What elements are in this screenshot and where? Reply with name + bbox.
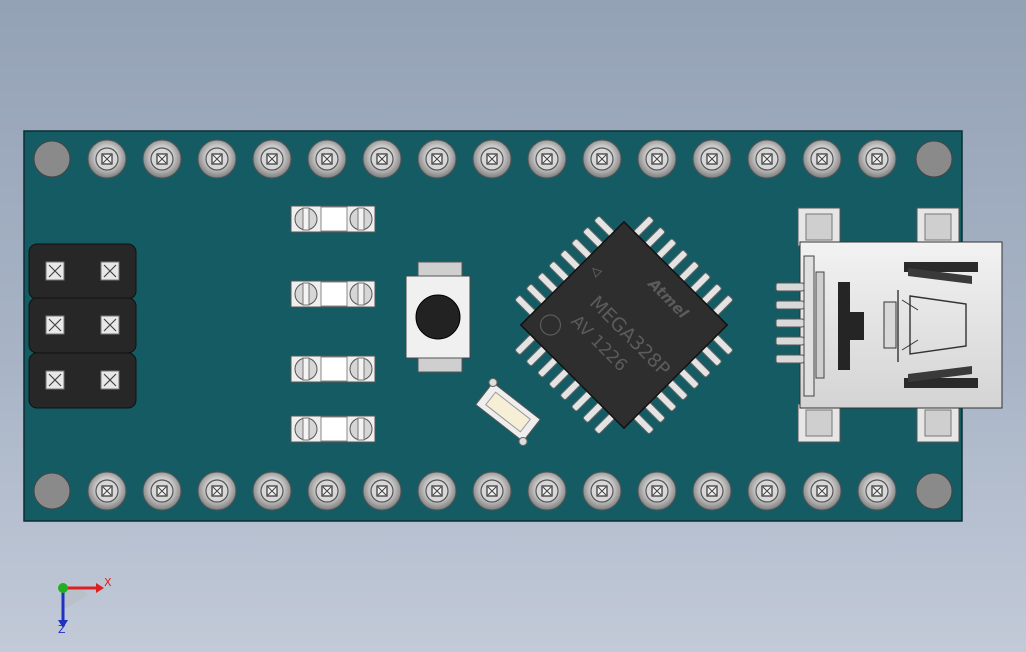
- pin-header-pad-icon: [802, 139, 842, 179]
- pin-header-pad-icon: [582, 471, 622, 511]
- pin-header-pad-icon: [527, 139, 567, 179]
- pin-header-pad-icon: [417, 139, 457, 179]
- icsp-pin-icon: [100, 370, 120, 390]
- smd-component-icon: [290, 205, 376, 443]
- pin-header-pad-icon: [857, 471, 897, 511]
- pin-header-pad-icon: [252, 139, 292, 179]
- icsp-pin-icon: [45, 261, 65, 281]
- pin-header-pad-icon: [197, 139, 237, 179]
- smd-component: [290, 280, 376, 308]
- pin-header-pad-icon: [362, 139, 402, 179]
- pin-header-pad-icon: [87, 471, 127, 511]
- pin-header-pad-icon: [307, 471, 347, 511]
- mounting-hole-icon: [33, 140, 953, 510]
- pin-header-pad-icon: [637, 471, 677, 511]
- icsp-pin-icon: [45, 370, 65, 390]
- smd-component: [290, 205, 376, 233]
- pin-header-pad-icon: [87, 139, 127, 179]
- smd-component: [290, 415, 376, 443]
- pin-header-pad-icon: [857, 139, 897, 179]
- pin-header-pad-icon: [582, 139, 622, 179]
- pin-header-pad-icon: [527, 471, 567, 511]
- crystal-icon: [475, 377, 541, 447]
- pin-header-pad-icon: [417, 471, 457, 511]
- pin1-marker: [539, 314, 562, 336]
- pin-header-pad-icon: [802, 471, 842, 511]
- pin-header-pad-icon: [472, 471, 512, 511]
- reset-button-icon[interactable]: [405, 261, 471, 373]
- pin-header-pad-icon: [637, 139, 677, 179]
- top-pin-header: [87, 139, 897, 179]
- coordinate-triad: X Z: [58, 576, 112, 636]
- pin-header-pad-icon: [142, 471, 182, 511]
- pin-header-pad-icon: [307, 139, 347, 179]
- pin-header-pad-icon: [747, 139, 787, 179]
- pin-header-pad-icon: [747, 471, 787, 511]
- bottom-pin-header: [87, 471, 897, 511]
- pin-header-pad-icon: [692, 139, 732, 179]
- mcu-chip: Atmel MEGA328P AV 1226: [515, 216, 733, 434]
- icsp-pin-icon: [45, 315, 65, 335]
- pin-header-pad-icon: [252, 471, 292, 511]
- pin-header-pad-icon: [197, 471, 237, 511]
- pin-header-pad-icon: [472, 139, 512, 179]
- axis-y-dot: [58, 583, 68, 593]
- pin-header-pad-icon: [362, 471, 402, 511]
- smd-component: [290, 355, 376, 383]
- pin-header-pad-icon: [142, 139, 182, 179]
- icsp-pin-icon: [100, 261, 120, 281]
- pin-header-pad-icon: [692, 471, 732, 511]
- axis-z-label: Z: [58, 623, 66, 636]
- icsp-pin-icon: [100, 315, 120, 335]
- axis-x-label: X: [104, 576, 112, 589]
- icsp-header: [28, 243, 137, 409]
- usb-mini-connector-icon[interactable]: [775, 207, 1003, 443]
